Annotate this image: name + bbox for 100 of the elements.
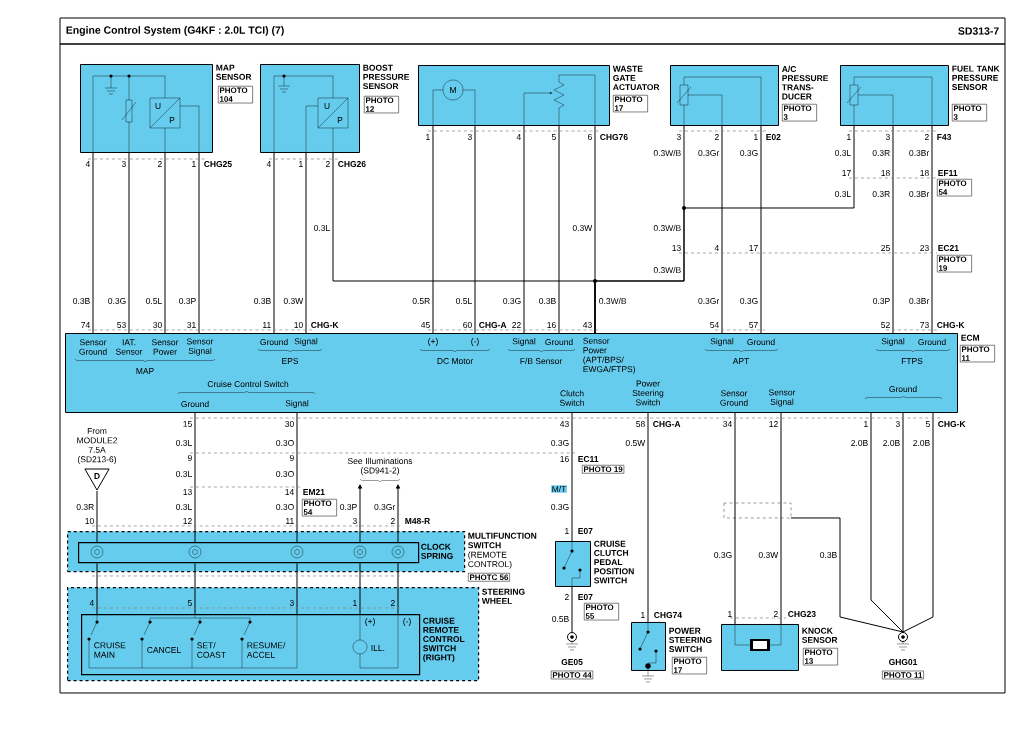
pin-number: 45 bbox=[421, 322, 430, 328]
wire bbox=[780, 412, 782, 625]
connector-id: CHG25 bbox=[204, 161, 232, 167]
wire-code: 0.3W/B bbox=[598, 297, 628, 305]
terminal-label: Sensor Power (APT/BPS/ EWGA/FTPS) bbox=[583, 337, 635, 374]
wire-code: 0.3Gr bbox=[373, 503, 396, 511]
wire bbox=[474, 125, 476, 334]
wire-code: 2.0B bbox=[912, 439, 931, 447]
connector-id: CHG74 bbox=[654, 612, 682, 618]
terminal-label: Signal bbox=[285, 400, 309, 408]
wire bbox=[164, 152, 166, 334]
wire-code: 0.3W/B bbox=[652, 149, 682, 157]
terminal-label: Power Steering Switch bbox=[632, 380, 664, 406]
wire-code: 0.3O bbox=[275, 439, 295, 447]
pin-number: 4 bbox=[714, 245, 719, 251]
wire bbox=[790, 517, 904, 633]
wire-code: 0.3G bbox=[739, 149, 759, 157]
connector-id: CHG-K bbox=[311, 322, 339, 328]
terminal-label: Sensor Ground bbox=[79, 339, 107, 355]
pin-number: 18 bbox=[881, 170, 890, 176]
source-note: From MODULE2 7.5A (SD213-6) bbox=[77, 428, 118, 464]
wire-code: 0.3G bbox=[502, 297, 522, 305]
pin-number: 1 bbox=[565, 528, 569, 534]
ground-id: GE05 bbox=[561, 659, 583, 665]
symbol-letter: P bbox=[337, 117, 343, 123]
wire-code: 0.5W bbox=[624, 439, 646, 447]
wire-code: 0.5L bbox=[455, 297, 473, 305]
wire-code: 2.0B bbox=[882, 439, 901, 447]
component-label: FUEL TANK PRESSURE SENSOR bbox=[952, 65, 1000, 90]
pin-number: 2 bbox=[773, 611, 778, 617]
wire-code: 0.3L bbox=[176, 504, 192, 510]
wire-code: 2.0B bbox=[850, 439, 869, 447]
wire-code: 0.3P bbox=[178, 297, 197, 305]
wire-code: 0.3G bbox=[713, 551, 733, 559]
wire-code: 0.3G bbox=[740, 298, 758, 304]
pin-number: 74 bbox=[81, 322, 90, 328]
group-label: MAP bbox=[136, 368, 154, 374]
wire bbox=[357, 484, 363, 543]
pin-number: 2 bbox=[924, 134, 929, 140]
pin-number: 43 bbox=[582, 322, 592, 328]
wire bbox=[760, 125, 762, 334]
wire bbox=[198, 152, 200, 334]
terminal-label: (+) bbox=[365, 618, 375, 626]
pin-number: 1 bbox=[847, 134, 851, 140]
component-label: POWER STEERING SWITCH bbox=[669, 627, 712, 653]
group-label: EPS bbox=[282, 358, 299, 364]
terminal-label: Signal bbox=[881, 338, 905, 346]
connector-id: CHG-K bbox=[938, 421, 966, 427]
group-label: F/B Sensor bbox=[520, 357, 563, 365]
wire bbox=[397, 562, 399, 615]
pin-number: 10 bbox=[85, 518, 94, 524]
pin-number: 3 bbox=[676, 134, 681, 140]
switch-label: RESUME/ ACCEL bbox=[246, 642, 286, 658]
connector-id: CHG-A bbox=[653, 421, 681, 427]
wire bbox=[432, 125, 434, 334]
pin-number: 54 bbox=[710, 322, 719, 328]
connector-id: EC21 bbox=[938, 245, 959, 251]
pin-number: 2 bbox=[714, 134, 719, 140]
pin-number: 52 bbox=[881, 322, 890, 328]
wire-code: 0.5B bbox=[551, 615, 570, 623]
wire-code: 0.3B bbox=[72, 297, 91, 305]
pin-number: 4 bbox=[516, 134, 521, 140]
wire-code: 0.3G bbox=[551, 504, 569, 510]
pin-number: 16 bbox=[560, 456, 569, 462]
pin-number: 1 bbox=[641, 612, 645, 618]
component-label: CRUISE REMOTE CONTROL SWITCH (RIGHT) bbox=[423, 617, 465, 663]
pin-number: 5 bbox=[925, 421, 930, 427]
pin-number: 3 bbox=[885, 134, 890, 140]
switch-label: SET/ COAST bbox=[197, 642, 226, 658]
connector-id: CHG76 bbox=[600, 134, 628, 140]
wire-code: 0.3G bbox=[107, 297, 127, 305]
wire-code: 0.3Br bbox=[909, 298, 930, 304]
pin-number: 13 bbox=[183, 489, 192, 495]
wire-code: 0.3L bbox=[834, 149, 852, 157]
pin-number: 4 bbox=[266, 161, 271, 167]
wire-code: 0.5R bbox=[411, 297, 431, 305]
pin-number: 3 bbox=[121, 161, 126, 167]
pin-number: 22 bbox=[512, 322, 521, 328]
wire-code: 0.3W bbox=[572, 225, 593, 231]
pin-number: 53 bbox=[117, 322, 126, 328]
terminal-label: (+) bbox=[428, 338, 438, 346]
component-label: BOOST PRESSURE SENSOR bbox=[363, 64, 410, 90]
wire bbox=[296, 412, 298, 543]
pin-number: 3 bbox=[467, 134, 472, 140]
pin-number: 73 bbox=[920, 322, 929, 328]
pin-number: 2 bbox=[157, 161, 162, 167]
wire-code: 0.3B bbox=[253, 297, 272, 305]
connector-id: CHG26 bbox=[338, 161, 366, 167]
wire-code: 0.3P bbox=[873, 298, 890, 304]
terminal-label: Ground bbox=[181, 400, 209, 408]
connector-id: CHG-K bbox=[937, 322, 965, 328]
pin-number: 18 bbox=[920, 170, 929, 176]
pin-number: 34 bbox=[723, 421, 732, 427]
diagram-title: Engine Control System (G4KF : 2.0L TCI) (7) bbox=[66, 26, 284, 36]
terminal-label: Ground bbox=[260, 338, 288, 346]
switch-label: CANCEL bbox=[147, 647, 181, 653]
pin-number: 43 bbox=[559, 421, 569, 427]
group-label: Ground bbox=[889, 385, 917, 393]
component-label: ECM bbox=[961, 334, 980, 341]
wire-code: 0.3O bbox=[276, 504, 294, 510]
